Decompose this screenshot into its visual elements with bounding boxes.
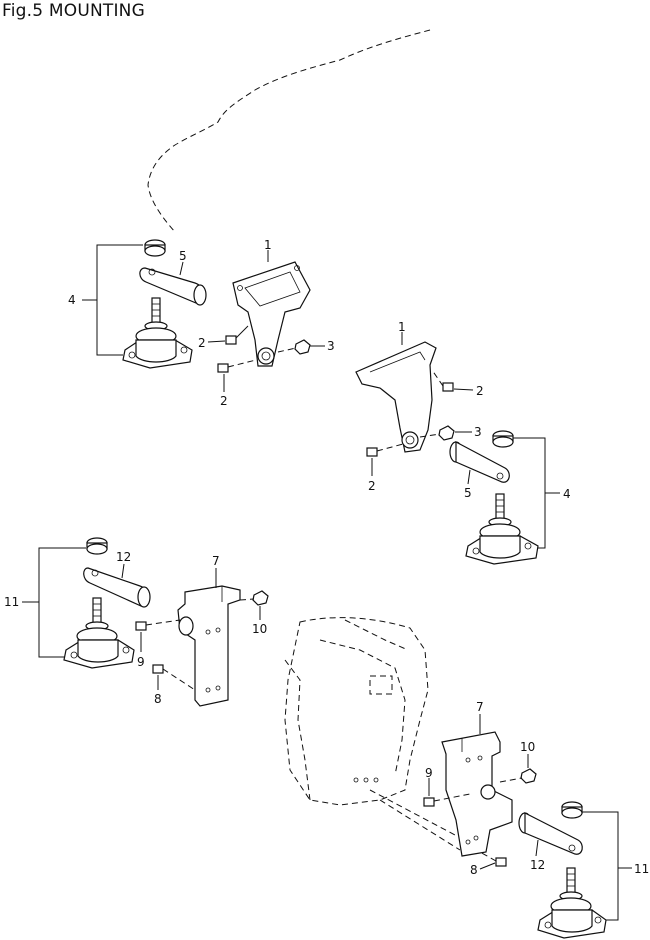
engine-phantom-outline <box>147 29 431 233</box>
mount-assembly-upper-left <box>82 239 207 369</box>
stopper-12-lower-right <box>518 812 583 855</box>
callout-9-left: 9 <box>137 655 145 669</box>
bolt-8-right <box>479 851 507 867</box>
callout-12-right: 12 <box>530 858 545 872</box>
mount-assembly-middle-right <box>449 430 560 565</box>
leader-5-upper-left <box>179 261 184 276</box>
engine-mount-middle-right <box>465 493 539 565</box>
leader-12-lower-left <box>121 563 125 579</box>
bolt-2-upper-a <box>225 325 249 345</box>
stopper-5-upper-left <box>139 267 207 306</box>
callout-8-left: 8 <box>154 692 162 706</box>
nut-lower-left <box>86 537 108 555</box>
stopper-5-middle <box>449 441 510 483</box>
leader-2-upper-a <box>207 340 226 343</box>
engine-mount-lower-left <box>63 597 135 669</box>
callout-5-middle: 5 <box>464 486 472 500</box>
callout-3-upper: 3 <box>327 339 335 353</box>
callout-9-right: 9 <box>425 766 433 780</box>
bolt-2-middle-b <box>366 443 404 457</box>
bolt-2-upper-b <box>217 359 257 373</box>
callout-7-right: 7 <box>476 700 484 714</box>
callout-11-left: 11 <box>4 595 19 609</box>
callout-7-left: 7 <box>212 554 220 568</box>
leader-2-middle-a <box>453 388 474 391</box>
callout-2-upper-b: 2 <box>220 394 228 408</box>
callout-10-left: 10 <box>252 622 267 636</box>
nut-3-middle <box>419 425 455 441</box>
callout-2-upper-a: 2 <box>198 336 206 350</box>
callout-4-upper: 4 <box>68 293 76 307</box>
bracket-line-4-upper-left <box>96 244 143 356</box>
bolt-9-left <box>135 619 181 631</box>
engine-mount-lower-right <box>537 867 607 939</box>
callout-10-right: 10 <box>520 740 535 754</box>
nut-10-right <box>499 768 537 784</box>
stopper-12-lower-left <box>83 567 151 608</box>
bracket-7-left <box>177 585 241 707</box>
leader-8-right <box>479 862 496 870</box>
callout-4-middle: 4 <box>563 487 571 501</box>
engine-mount-upper-left <box>122 297 193 369</box>
callout-1-upper: 1 <box>264 238 272 252</box>
leader-12-lower-right <box>535 839 539 857</box>
callout-2-middle-a: 2 <box>476 384 484 398</box>
bracket-7-right <box>441 731 513 857</box>
nut-3-upper <box>277 339 311 355</box>
callout-5-upper: 5 <box>179 249 187 263</box>
callout-1-middle: 1 <box>398 320 406 334</box>
mount-assembly-lower-right <box>518 801 632 939</box>
leader-5-middle <box>467 469 471 485</box>
callout-11-right: 11 <box>634 862 649 876</box>
callout-8-right: 8 <box>470 863 478 877</box>
bolt-8-left <box>152 664 196 691</box>
nut-upper-left <box>144 239 166 257</box>
nut-middle-right <box>492 430 514 448</box>
figure-title: Fig.5 MOUNTING <box>2 1 145 21</box>
transmission-phantom <box>284 617 461 851</box>
bolt-2-middle-a <box>431 369 454 392</box>
bracket-1-middle <box>355 341 437 453</box>
nut-lower-right <box>561 801 583 819</box>
callout-2-middle-b: 2 <box>368 479 376 493</box>
callout-3-middle: 3 <box>474 425 482 439</box>
mount-assembly-lower-left <box>22 537 151 669</box>
bracket-line-11-lower-right <box>582 811 619 921</box>
bolt-9-right <box>423 793 471 807</box>
callout-12-left: 12 <box>116 550 131 564</box>
nut-10-left <box>239 590 269 606</box>
bracket-1-upper <box>232 261 311 367</box>
